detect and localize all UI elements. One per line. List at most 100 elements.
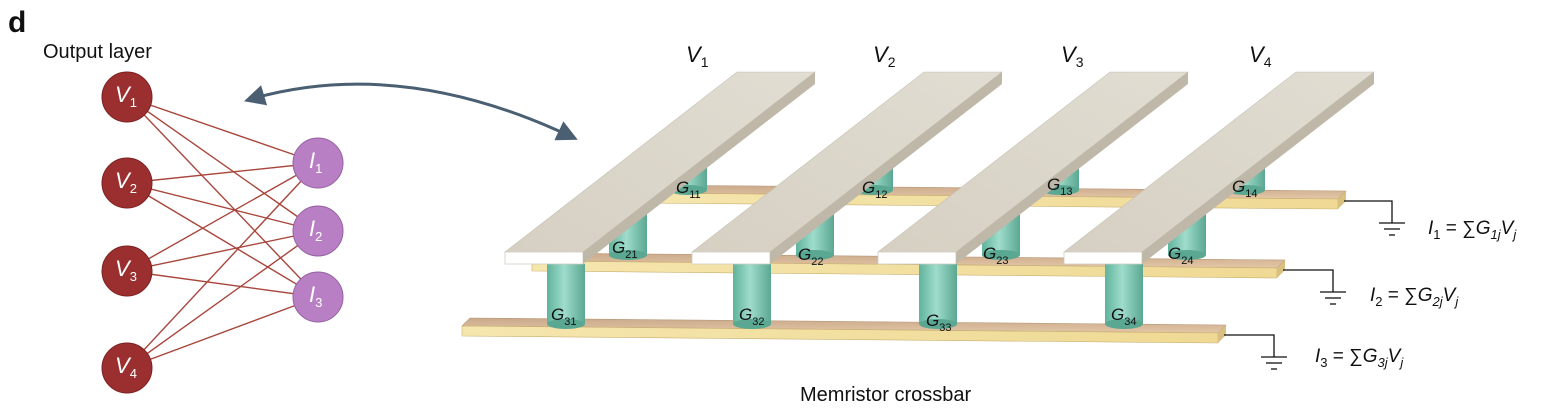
conductance-label-12-sub: 12 — [875, 189, 887, 201]
eq-voltage: V — [1501, 218, 1516, 239]
network-connections — [126, 96, 319, 369]
column-label-v4-base: V — [1249, 42, 1266, 67]
eq-voltage: V — [1443, 285, 1458, 306]
voltage-node-label-1-sub: 1 — [130, 95, 137, 110]
eq-current-sub: 2 — [1375, 294, 1382, 309]
eq-voltage: V — [1388, 346, 1403, 367]
top-electrode-3 — [877, 71, 1189, 265]
voltage-node-label-3-base: V — [115, 256, 132, 281]
connection-v3-i2 — [126, 230, 319, 272]
voltage-node-1 — [101, 71, 153, 123]
conductance-label-14-base: G — [1232, 177, 1245, 196]
column-label-v3-sub: 3 — [1076, 54, 1084, 70]
conductance-label-14-sub: 14 — [1245, 188, 1257, 200]
current-node-2 — [292, 205, 344, 257]
conductance-label-21-base: G — [612, 238, 625, 257]
conductance-label-33: G33 — [926, 311, 951, 334]
conductance-label-22-base: G — [798, 245, 811, 264]
current-node-label-1-sub: 1 — [315, 161, 322, 176]
voltage-node-label-2-base: V — [115, 168, 132, 193]
conductance-label-32-base: G — [739, 305, 752, 324]
connection-v3-i3 — [126, 270, 319, 298]
top-electrode-4 — [1063, 71, 1375, 265]
memristor-34 — [1105, 264, 1143, 329]
conductance-label-31-base: G — [551, 305, 564, 324]
voltage-node-4 — [101, 342, 153, 394]
connection-v4-i1 — [126, 162, 319, 369]
mapping-arrow — [243, 82, 578, 141]
conductance-label-22: G22 — [798, 245, 823, 268]
equation-2: I2 = ∑G2jVj — [1370, 285, 1459, 309]
current-node-label-3: I3 — [309, 282, 322, 310]
conductance-label-23: G23 — [983, 244, 1008, 267]
conductance-label-34-sub: 34 — [1124, 316, 1136, 328]
voltage-node-label-3-sub: 3 — [130, 269, 137, 284]
conductance-label-33-base: G — [926, 311, 939, 330]
eq-current: I — [1428, 218, 1434, 239]
column-label-v4-sub: 4 — [1264, 54, 1272, 70]
column-label-v2: V2 — [873, 42, 896, 70]
conductance-label-34: G34 — [1111, 305, 1136, 328]
current-node-3 — [292, 271, 344, 323]
conductance-label-13-base: G — [1047, 175, 1060, 194]
current-node-label-2-base: I — [309, 216, 315, 241]
connection-v2-i1 — [126, 162, 319, 184]
voltage-node-label-4-sub: 4 — [130, 366, 137, 381]
current-node-label-2-sub: 2 — [315, 229, 322, 244]
conductance-label-11: G11 — [676, 178, 701, 201]
conductance-label-13: G13 — [1047, 175, 1072, 198]
eq-current-sub: 3 — [1320, 355, 1327, 370]
voltage-node-label-1-base: V — [115, 82, 132, 107]
eq-current: I — [1315, 346, 1321, 367]
current-node-label-1: I1 — [309, 148, 322, 176]
connection-v2-i2 — [126, 182, 319, 232]
column-label-v2-base: V — [873, 42, 890, 67]
current-node-label-3-base: I — [309, 282, 315, 307]
connection-v4-i3 — [126, 296, 319, 369]
connection-v4-i2 — [126, 230, 319, 369]
eq-conductance: G — [1476, 218, 1491, 239]
memristor-32 — [733, 264, 771, 329]
ground-3 — [1224, 334, 1287, 370]
eq-conductance: G — [1418, 285, 1433, 306]
eq-conductance-sub: 3j — [1378, 355, 1389, 370]
eq-current-sub: 1 — [1433, 227, 1440, 242]
connection-v3-i1 — [126, 162, 319, 272]
conductance-label-23-base: G — [983, 244, 996, 263]
conductance-label-32: G32 — [739, 305, 764, 328]
current-node-label-3-sub: 3 — [315, 295, 322, 310]
voltage-node-label-3: V3 — [115, 256, 137, 284]
voltage-node-label-2: V2 — [115, 168, 137, 196]
eq-voltage-sub: j — [1511, 227, 1517, 242]
conductance-label-31-sub: 31 — [564, 316, 576, 328]
memristor-31 — [547, 264, 585, 329]
column-label-v3-base: V — [1061, 42, 1078, 67]
connection-v2-i3 — [126, 182, 319, 298]
conductance-label-21: G21 — [612, 238, 637, 261]
conductance-label-12: G12 — [862, 178, 887, 201]
conductance-label-22-sub: 22 — [811, 256, 823, 268]
voltage-node-label-1: V1 — [115, 82, 137, 110]
voltage-node-2 — [101, 157, 153, 209]
connection-v1-i2 — [126, 96, 319, 232]
equation-3: I3 = ∑G3jVj — [1315, 346, 1404, 370]
eq-sum: = ∑ — [1383, 285, 1418, 306]
connection-v1-i1 — [126, 96, 319, 164]
memristor-33 — [919, 264, 957, 329]
eq-conductance: G — [1363, 346, 1378, 367]
bottom-electrode-3 — [461, 317, 1227, 344]
connection-v1-i3 — [126, 96, 319, 298]
panel-letter: d — [8, 6, 26, 39]
conductance-label-11-sub: 11 — [689, 189, 700, 201]
voltage-node-label-4-base: V — [115, 353, 132, 378]
conductance-label-33-sub: 33 — [939, 322, 951, 334]
conductance-label-24-sub: 24 — [1181, 255, 1193, 267]
conductance-label-12-base: G — [862, 178, 875, 197]
eq-sum: = ∑ — [1441, 218, 1476, 239]
column-label-v3: V3 — [1061, 42, 1084, 70]
equation-1: I1 = ∑G1jVj — [1428, 218, 1517, 242]
column-label-v1-base: V — [686, 42, 703, 67]
